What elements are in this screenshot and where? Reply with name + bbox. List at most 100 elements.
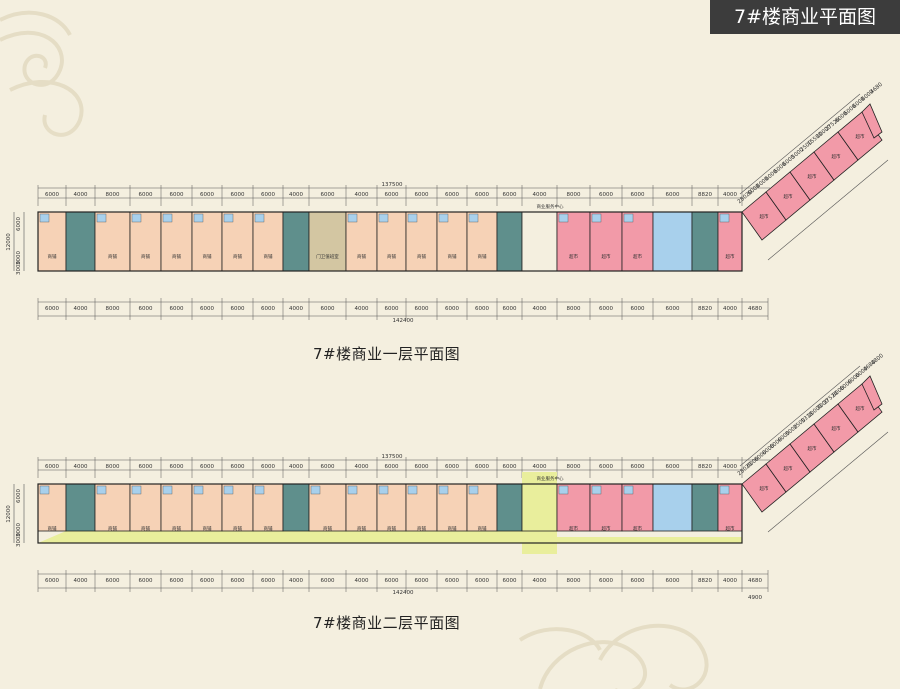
bottom-dim-label: 6000 bbox=[599, 578, 613, 584]
bottom-dim-label: 6000 bbox=[231, 306, 245, 312]
wing-dim-label: 4800 bbox=[870, 353, 885, 367]
top-total-dim: 137500 bbox=[382, 182, 403, 188]
wing-store-room bbox=[837, 111, 883, 161]
floor1-caption: 7#楼商业一层平面图 bbox=[313, 345, 461, 363]
top-dim-label: 6000 bbox=[631, 192, 645, 198]
room-label: 商铺 bbox=[233, 525, 242, 532]
bottom-dim-label: 4000 bbox=[723, 306, 737, 312]
room-label: 商铺 bbox=[417, 525, 426, 532]
top-dim-label: 6000 bbox=[666, 192, 680, 198]
top-total-dim: 137500 bbox=[382, 454, 403, 460]
top-dim-label: 8000 bbox=[106, 192, 120, 198]
wing-room-label: 超市 bbox=[832, 425, 841, 432]
bottom-dim-label: 6000 bbox=[106, 578, 120, 584]
wc-box bbox=[438, 485, 449, 495]
wing-room-label: 超市 bbox=[808, 445, 817, 452]
bottom-dim-label: 6000 bbox=[261, 578, 275, 584]
top-dim-label: 6000 bbox=[415, 192, 429, 198]
bottom-dim-label: 8820 bbox=[698, 578, 712, 584]
top-dim-label: 4000 bbox=[533, 464, 547, 470]
bottom-dim-label: 8000 bbox=[567, 306, 581, 312]
bottom-dim-label: 4000 bbox=[533, 578, 547, 584]
top-dim-label: 4000 bbox=[533, 192, 547, 198]
stair-core bbox=[496, 211, 523, 272]
room-label: 商铺 bbox=[48, 253, 57, 260]
top-dim-label: 8820 bbox=[698, 192, 712, 198]
top-dim-label: 6000 bbox=[200, 464, 214, 470]
bottom-dim-label: 6000 bbox=[445, 578, 459, 584]
wc-box bbox=[438, 213, 449, 223]
wc-box bbox=[407, 213, 418, 223]
bottom-dim-label: 6000 bbox=[599, 306, 613, 312]
wc-box bbox=[558, 213, 569, 223]
wc-box bbox=[591, 213, 602, 223]
bottom-dim-label: 6000 bbox=[445, 306, 459, 312]
wing-dim-line bbox=[739, 93, 861, 195]
wing-room-label: 超市 bbox=[808, 173, 817, 180]
wc-box bbox=[96, 213, 107, 223]
room-label: 商铺 bbox=[141, 525, 150, 532]
bottom-dim-label: 6000 bbox=[321, 578, 335, 584]
top-dim-label: 6000 bbox=[475, 192, 489, 198]
top-dim-label: 6000 bbox=[261, 464, 275, 470]
room-label: 商铺 bbox=[448, 253, 457, 260]
top-dim-label: 4000 bbox=[355, 464, 369, 470]
top-dim-label: 6000 bbox=[503, 192, 517, 198]
wc-box bbox=[223, 485, 234, 495]
top-dim-label: 8820 bbox=[698, 464, 712, 470]
top-dim-label: 6000 bbox=[503, 464, 517, 470]
wc-box bbox=[591, 485, 602, 495]
wc-box bbox=[193, 485, 204, 495]
wc-box bbox=[378, 485, 389, 495]
outer-wall bbox=[37, 483, 743, 544]
bottom-dim-label: 6000 bbox=[415, 306, 429, 312]
stair-core bbox=[691, 483, 719, 532]
bottom-dim-label: 8820 bbox=[698, 306, 712, 312]
top-dim-label: 4000 bbox=[74, 192, 88, 198]
wing-end-room bbox=[861, 375, 883, 411]
bottom-dim-label: 4000 bbox=[355, 578, 369, 584]
bottom-dim-label: 8000 bbox=[567, 578, 581, 584]
top-dim-label: 4000 bbox=[723, 192, 737, 198]
wing-room-label: 超市 bbox=[856, 133, 865, 140]
room-label: 超市 bbox=[633, 253, 642, 260]
stair-core bbox=[65, 211, 96, 272]
bottom-dim-label: 4000 bbox=[533, 306, 547, 312]
wc-box bbox=[162, 485, 173, 495]
bottom-dim-label: 6000 bbox=[385, 578, 399, 584]
wc-box bbox=[378, 213, 389, 223]
wing-dim-label: 4680 bbox=[869, 81, 884, 95]
room-label: 超市 bbox=[726, 253, 735, 260]
guard-room bbox=[308, 211, 347, 272]
room-label: 商铺 bbox=[478, 253, 487, 260]
room-label: 商铺 bbox=[141, 253, 150, 260]
top-dim-label: 6000 bbox=[415, 464, 429, 470]
room-label: 商铺 bbox=[108, 253, 117, 260]
bottom-total-dim: 142400 bbox=[393, 318, 414, 324]
wc-box bbox=[347, 213, 358, 223]
floor2-plan: 137500 6000 4000 8000 6000 6000 6000 6000 6000 40… bbox=[6, 353, 889, 601]
room-label: 商铺 bbox=[48, 525, 57, 532]
stair-core bbox=[496, 483, 523, 532]
stair-core bbox=[282, 211, 310, 272]
bottom-dim-label: 6000 bbox=[631, 306, 645, 312]
left-dim-label: 3000 bbox=[16, 261, 22, 275]
bottom-dim-label: 4000 bbox=[355, 306, 369, 312]
room-label: 商铺 bbox=[233, 253, 242, 260]
service-core bbox=[652, 483, 693, 532]
top-dim-label: 6000 bbox=[261, 192, 275, 198]
angled-wing: 超市超市超市超市超市280206000600060006000600050002… bbox=[737, 81, 889, 261]
cloud-ornament-top-left bbox=[0, 10, 84, 137]
top-dim-label: 6000 bbox=[231, 192, 245, 198]
left-dim-label: 3000 bbox=[16, 523, 22, 537]
room-label: 商铺 bbox=[387, 253, 396, 260]
floor1-plan: 137500 6000 4000 8000 6000 6000 6000 6000 6000 40… bbox=[6, 81, 889, 324]
bottom-dim-label: 6000 bbox=[666, 578, 680, 584]
top-dim-label: 4000 bbox=[289, 192, 303, 198]
bottom-dim-label: 6000 bbox=[139, 578, 153, 584]
top-dim-label: 4000 bbox=[74, 464, 88, 470]
left-dim-label: 12000 bbox=[6, 233, 12, 251]
top-dim-label: 6000 bbox=[385, 192, 399, 198]
stair-core bbox=[65, 483, 96, 532]
